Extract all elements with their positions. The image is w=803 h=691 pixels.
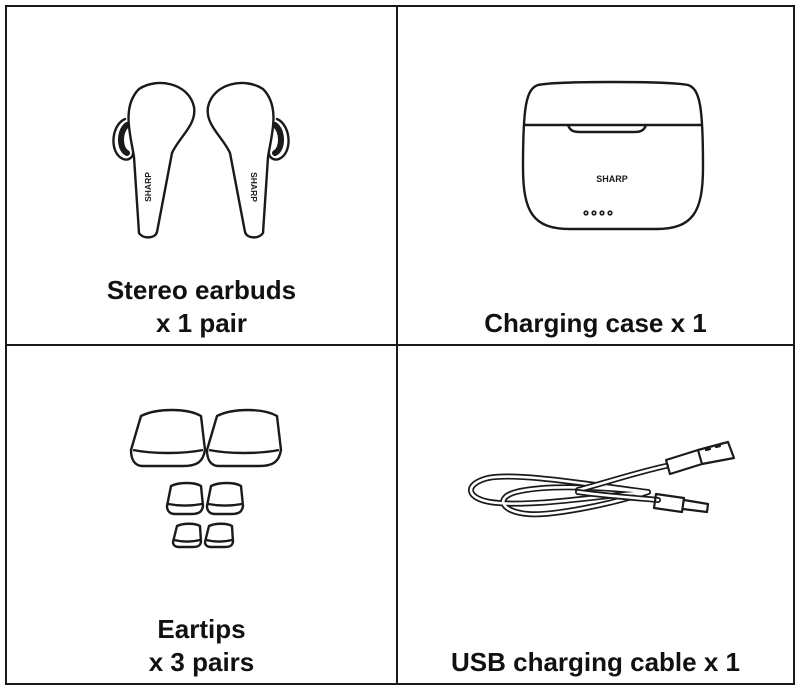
- caption-cable-line1: USB charging cable x 1: [451, 647, 740, 677]
- usb-cable-illustration: [468, 440, 736, 518]
- earbud-right-brand: SHARP: [249, 172, 259, 202]
- case-brand: SHARP: [596, 174, 628, 184]
- case-led-indicators: [583, 210, 613, 216]
- caption-charging-case: Charging case x 1: [398, 307, 793, 340]
- caption-earbuds: Stereo earbuds x 1 pair: [7, 274, 396, 340]
- earbud-left-brand: SHARP: [143, 172, 153, 202]
- row-divider: [5, 344, 795, 346]
- caption-earbuds-line1: Stereo earbuds: [106, 275, 297, 305]
- caption-case-line1: Charging case x 1: [484, 308, 707, 338]
- cell-eartips: Eartips x 3 pairs: [7, 346, 396, 683]
- caption-eartips-line2: x 3 pairs: [148, 647, 255, 677]
- caption-usb-cable: USB charging cable x 1: [398, 646, 793, 679]
- caption-eartips-line1: Eartips: [157, 614, 246, 644]
- cell-usb-cable: USB charging cable x 1: [398, 346, 793, 683]
- cell-charging-case: SHARP Charging case x 1: [398, 7, 793, 344]
- eartips-illustration: [129, 408, 283, 549]
- earbuds-illustration: SHARP SHARP: [112, 81, 290, 239]
- caption-eartips: Eartips x 3 pairs: [7, 613, 396, 679]
- cell-earbuds: SHARP SHARP Stereo earbuds x 1 pair: [7, 7, 396, 344]
- caption-earbuds-line2: x 1 pair: [155, 308, 248, 338]
- charging-case-illustration: SHARP: [521, 80, 705, 231]
